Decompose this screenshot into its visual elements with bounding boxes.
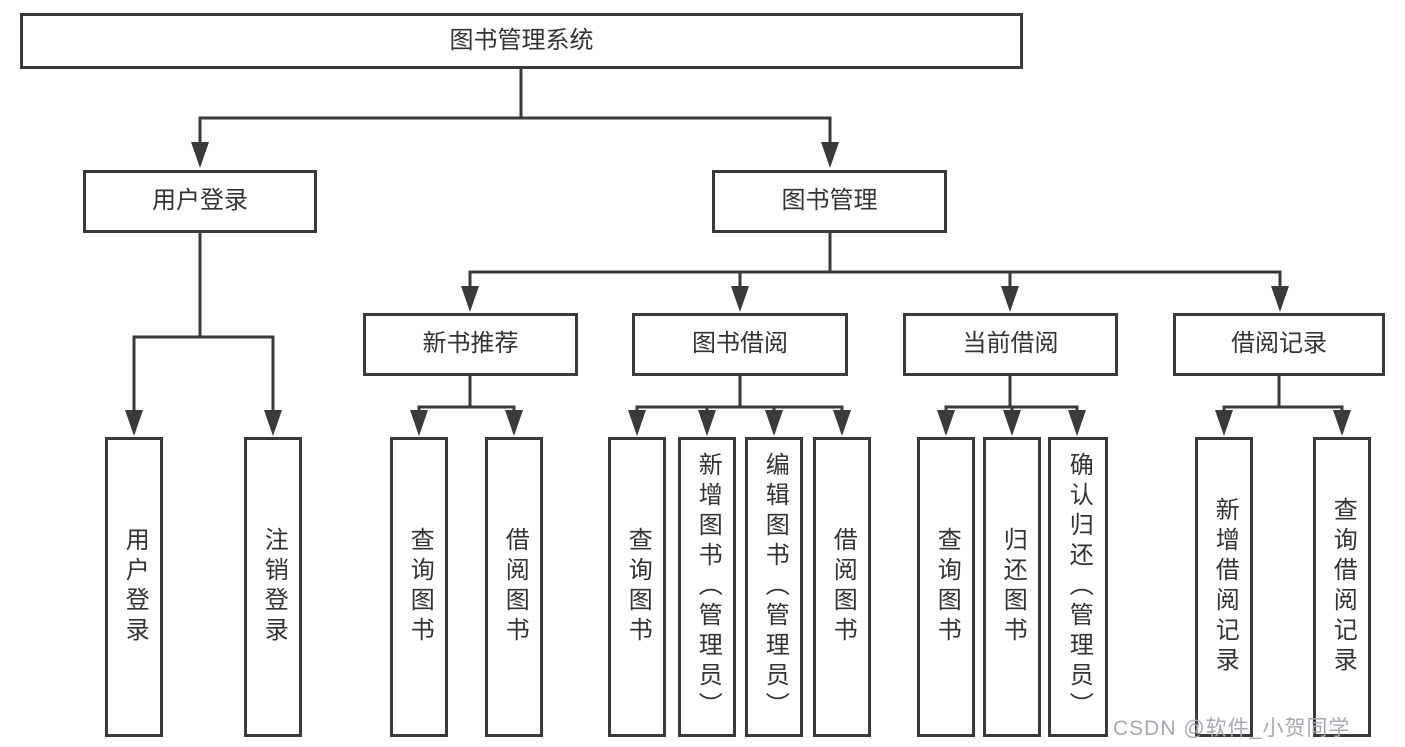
node-label: 借阅图书 [829,527,857,647]
node-label: 新增图书（管理员） [694,452,722,722]
node-label: 查询借阅记录 [1329,497,1357,677]
node-label: 当前借阅 [962,330,1059,358]
connector-path [132,67,1344,414]
node-label: 新书推荐 [422,330,519,358]
node-book-borrowing: 图书借阅 [632,313,848,376]
node-label: 查询图书 [406,527,434,647]
csdn-watermark: CSDN @软件_小贺同学 [1113,717,1351,740]
node-new-book-recommendation: 新书推荐 [363,313,578,376]
leaf-borrow-books-recommend: 借阅图书 [485,437,543,737]
node-label: 图书借阅 [692,330,788,358]
node-label: 借阅记录 [1231,330,1327,358]
arrowheads [125,142,1351,436]
leaf-add-borrow-record: 新增借阅记录 [1195,437,1253,737]
node-label: 编辑图书（管理员） [761,452,789,722]
leaf-query-borrow-record: 查询借阅记录 [1313,437,1371,737]
leaf-borrow-books: 借阅图书 [813,437,871,737]
node-book-management: 图书管理 [712,170,947,233]
node-user-login: 用户登录 [83,170,317,233]
leaf-query-books-current: 查询图书 [917,437,975,737]
node-library-management-system: 图书管理系统 [20,13,1023,69]
node-label: 图书管理 [781,187,878,215]
leaf-user-login: 用户登录 [105,437,163,737]
node-current-borrowing: 当前借阅 [903,313,1118,376]
node-label: 新增借阅记录 [1211,497,1239,677]
node-label: 借阅图书 [501,527,529,647]
node-label: 图书管理系统 [449,26,594,54]
node-label: 用户登录 [121,527,149,647]
node-label: 确认归还（管理员） [1065,452,1093,722]
leaf-return-books: 归还图书 [983,437,1041,737]
node-borrowing-records: 借阅记录 [1173,313,1385,376]
leaf-edit-book-admin: 编辑图书（管理员） [745,437,803,737]
leaf-confirm-return-admin: 确认归还（管理员） [1048,437,1108,737]
node-label: 归还图书 [999,527,1027,647]
node-label: 用户登录 [152,187,248,215]
leaf-add-book-admin: 新增图书（管理员） [678,437,736,737]
leaf-query-books-recommend: 查询图书 [390,437,448,737]
node-label: 查询图书 [624,527,652,647]
leaf-query-books-borrowing: 查询图书 [608,437,666,737]
leaf-logout: 注销登录 [244,437,302,737]
node-label: 注销登录 [260,527,288,647]
node-label: 查询图书 [933,527,961,647]
